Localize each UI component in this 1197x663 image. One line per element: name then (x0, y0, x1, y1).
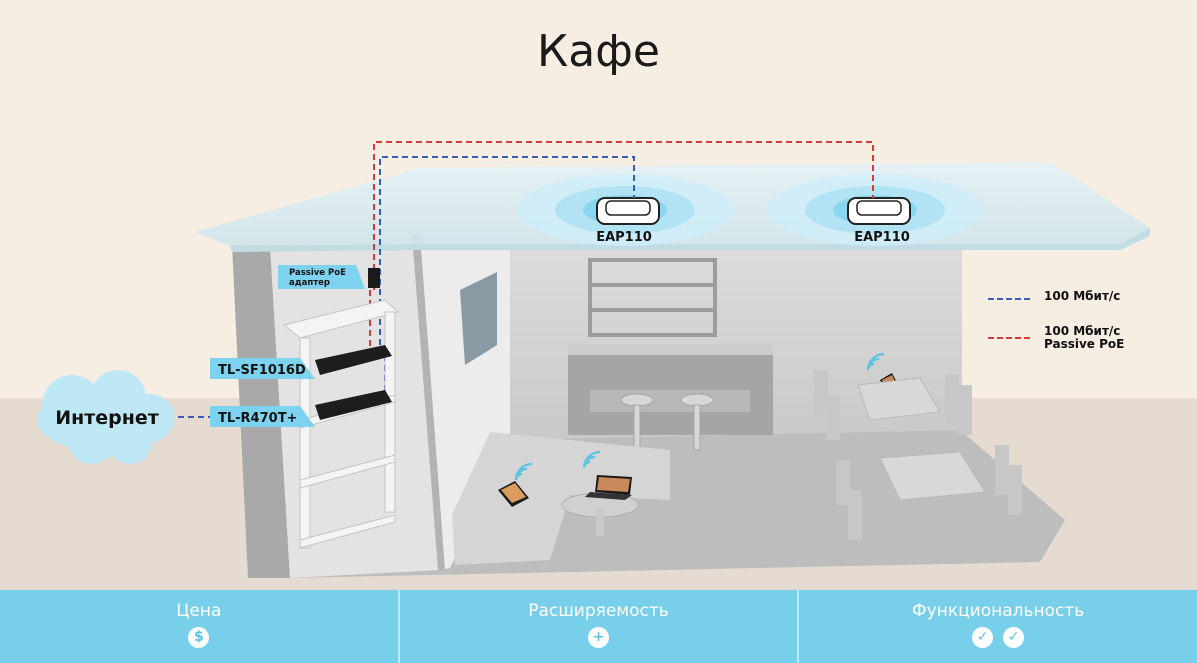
legend-item-100mbps-poe: 100 Мбит/с Passive PoE (988, 325, 1188, 351)
switch-tag (210, 358, 315, 379)
wifi-icon (514, 462, 533, 481)
internet-label: Интернет (55, 407, 159, 429)
router-device-icon (315, 390, 392, 420)
plus-icon: + (588, 627, 609, 648)
poe-adapter-icon (368, 268, 380, 288)
legend: 100 Мбит/с 100 Мбит/с Passive PoE (988, 290, 1188, 373)
legend-label-poe-line1: 100 Мбит/с (1044, 324, 1121, 338)
switch-device-icon (315, 345, 392, 375)
legend-label: 100 Мбит/с (1044, 289, 1121, 303)
legend-item-100mbps: 100 Мбит/с (988, 290, 1188, 303)
check-icon: ✓ (972, 627, 994, 648)
page-title: Кафе (537, 26, 660, 77)
feature-price: Цена $ (0, 590, 400, 663)
feature-functionality: Функциональность ✓ ✓ (799, 590, 1197, 663)
router-tag (210, 406, 315, 427)
feature-scalability: Расширяемость + (400, 590, 800, 663)
ap1-label: EAP110 (596, 230, 652, 245)
feature-scalability-label: Расширяемость (528, 601, 669, 621)
poe-adapter-label-line1: Passive PoE (289, 268, 346, 278)
legend-label-poe: 100 Мбит/с Passive PoE (1044, 325, 1124, 351)
router-label: TL-R470T+ (218, 411, 297, 426)
dining-tables (857, 377, 986, 501)
ap2-device-icon (847, 197, 911, 225)
features-footer: Цена $ Расширяемость + Функциональность … (0, 590, 1197, 663)
wall-poster (460, 272, 497, 365)
wifi-icon (866, 352, 885, 371)
dining-chairs (814, 370, 1022, 540)
ceiling-edge (230, 228, 1150, 252)
feature-functionality-label: Функциональность (912, 601, 1085, 621)
dollar-icon: $ (188, 627, 210, 648)
switch-label: TL-SF1016D (218, 363, 306, 378)
partition-edge (412, 235, 445, 570)
feature-price-label: Цена (176, 601, 222, 621)
bar-counter (568, 345, 773, 435)
laptop-device-icon (585, 475, 632, 500)
legend-line-blue (988, 298, 1030, 300)
bar-stools (620, 393, 714, 451)
sofa (452, 432, 670, 565)
tablet-device-icon (498, 481, 529, 507)
legend-line-red (988, 337, 1030, 339)
poe-adapter-label-line2: адаптер (289, 278, 330, 288)
ap2-label: EAP110 (854, 230, 910, 245)
cafe-network-diagram: EAP110 EAP110 Passive PoE адаптер TL-SF1… (37, 141, 1150, 578)
legend-label-poe-line2: Passive PoE (1044, 337, 1125, 351)
ap1-device-icon (596, 197, 660, 225)
bar-shelves (588, 258, 717, 337)
internet-cloud-icon (37, 370, 174, 464)
check-icon: ✓ (1003, 627, 1025, 648)
wifi-icon (582, 450, 601, 469)
poe-adapter-tag (278, 265, 365, 289)
